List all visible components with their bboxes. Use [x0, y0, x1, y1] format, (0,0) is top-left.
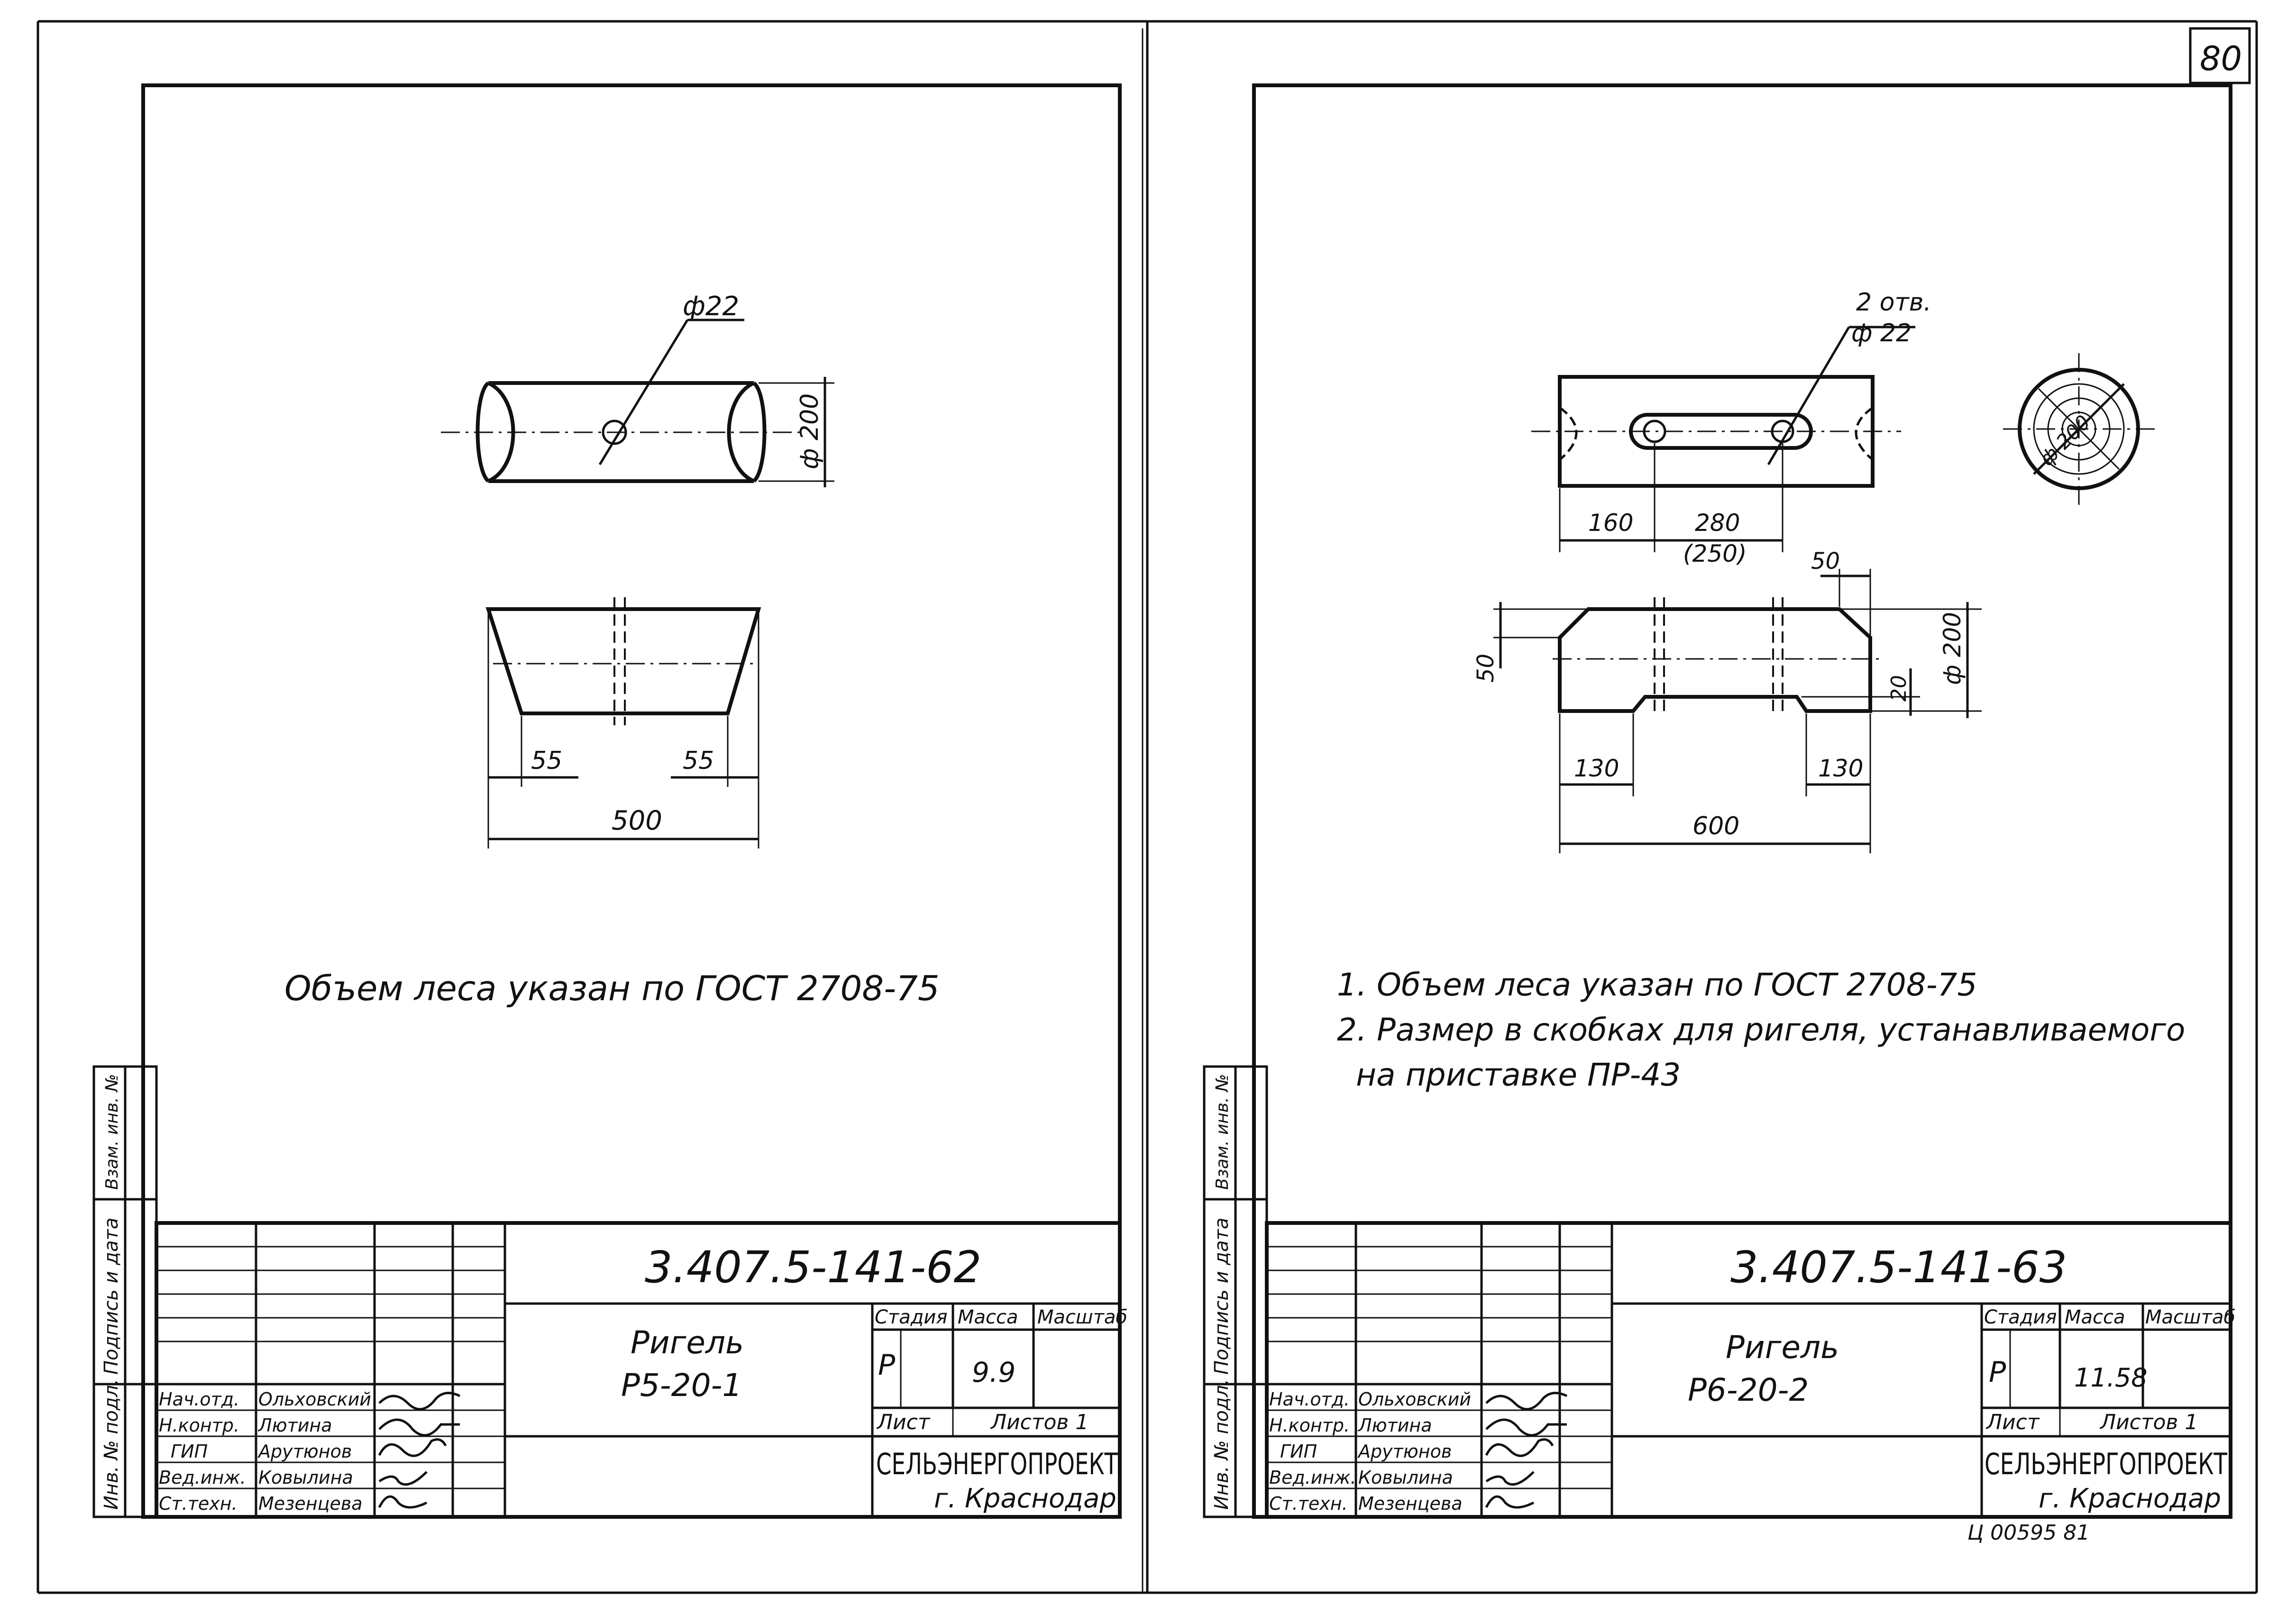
right-dim-250: (250): [1683, 540, 1747, 567]
right-staff-name-1: Ольховский: [1358, 1389, 1471, 1410]
right-staff-role-5: Ст.техн.: [1269, 1493, 1348, 1514]
right-staff-role-1: Нач.отд.: [1269, 1389, 1350, 1410]
right-mass-header: Масса: [2065, 1306, 2125, 1328]
left-staff-name-3: Арутюнов: [257, 1441, 352, 1462]
right-sheets-label: Листов 1: [2099, 1410, 2198, 1434]
right-note-2: 2. Размер в скобках для ригеля, устанавл…: [1337, 1012, 2185, 1048]
right-stage-value: Р: [1989, 1356, 2006, 1389]
right-sheet-label: Лист: [1985, 1410, 2040, 1434]
right-dim-130-left: 130: [1574, 755, 1619, 782]
right-sheet: Инв. № подл. Подпись и дата Взам. инв. №…: [1203, 83, 2235, 1545]
right-dim-50-left: 50: [1473, 654, 1499, 683]
right-dim-20: 20: [1887, 675, 1911, 702]
left-doc-code: 3.407.5-141-62: [645, 1242, 981, 1293]
left-staff-role-5: Ст.техн.: [159, 1493, 238, 1514]
left-hole-dia-label: ф22: [683, 291, 739, 322]
left-length-label: 500: [612, 805, 662, 836]
left-staff-name-4: Ковылина: [258, 1467, 353, 1488]
right-dim-50-top: 50: [1811, 548, 1840, 575]
right-staff-name-2: Лютина: [1357, 1415, 1432, 1436]
right-org-name: СЕЛЬЭНЕРГОПРОЕКТ: [1985, 1447, 2228, 1481]
right-staff-role-3: ГИП: [1280, 1441, 1317, 1462]
right-hole-dia-label: ф 22: [1851, 319, 1912, 347]
right-mass-value: 11.58: [2074, 1363, 2148, 1393]
right-dim-130-right: 130: [1818, 755, 1863, 782]
left-part-code: Р5-20-1: [621, 1367, 742, 1404]
right-doc-code: 3.407.5-141-63: [1730, 1242, 2067, 1293]
right-org-city: г. Краснодар: [2039, 1483, 2221, 1514]
right-signatures: [1485, 1392, 1568, 1509]
left-stage-value: Р: [878, 1349, 896, 1382]
left-part-name: Ригель: [631, 1324, 744, 1361]
left-staff-role-1: Нач.отд.: [159, 1389, 239, 1410]
left-mass-value: 9.9: [972, 1356, 1015, 1388]
right-staff-role-2: Н.контр.: [1269, 1415, 1350, 1436]
stamp-sign-date: Подпись и дата: [101, 1218, 122, 1375]
left-staff-name-1: Ольховский: [258, 1389, 371, 1410]
left-top-view: ф22 ф 200: [441, 291, 834, 487]
page-number: 80: [2200, 39, 2242, 78]
right-part-name: Ригель: [1726, 1329, 1839, 1366]
left-sheet-label: Лист: [876, 1410, 931, 1434]
right-note-3: на приставке ПР-43: [1356, 1057, 1681, 1093]
right-holes-label: 2 отв.: [1856, 288, 1931, 317]
right-stamp-replace-inv: Взам. инв. №: [1213, 1074, 1232, 1190]
left-chamfer-left-label: 55: [531, 747, 562, 775]
left-staff-role-3: ГИП: [171, 1441, 208, 1462]
left-staff-name-2: Лютина: [257, 1415, 332, 1436]
right-staff-role-4: Вед.инж.: [1269, 1467, 1356, 1488]
stamp-replace-inv: Взам. инв. №: [102, 1074, 122, 1190]
left-stamp-columns: Инв. № подл. Подпись и дата Взам. инв. №: [92, 1065, 158, 1518]
right-stage-header: Стадия: [1984, 1306, 2057, 1328]
right-staff-name-4: Ковылина: [1358, 1467, 1453, 1488]
right-staff-list: Нач.отд. Ольховский Н.контр. Лютина ГИП …: [1269, 1389, 1471, 1514]
left-sheets-label: Листов 1: [990, 1410, 1089, 1434]
right-stamp-sign-date: Подпись и дата: [1211, 1218, 1233, 1375]
left-staff-role-4: Вед.инж.: [159, 1467, 246, 1488]
left-mass-header: Масса: [958, 1306, 1018, 1328]
right-stamp-columns: Инв. № подл. Подпись и дата Взам. инв. №: [1203, 1065, 1268, 1518]
left-scale-header: Масштаб: [1037, 1306, 1127, 1328]
right-dia-label: ф 200: [1939, 612, 1966, 685]
right-top-view: 2 отв. ф 22 160 280 (250): [1531, 288, 1931, 567]
right-end-view: ф 200: [2003, 353, 2155, 505]
outer-frame: [37, 20, 2258, 1594]
right-staff-name-5: Мезенцева: [1358, 1493, 1463, 1514]
right-note-1: 1. Объем леса указан по ГОСТ 2708-75: [1337, 967, 1977, 1003]
right-staff-name-3: Арутюнов: [1357, 1441, 1452, 1462]
right-dim-160: 160: [1588, 509, 1633, 537]
left-stage-header: Стадия: [875, 1306, 947, 1328]
right-notes: 1. Объем леса указан по ГОСТ 2708-75 2. …: [1337, 967, 2185, 1093]
right-title-block: 3.407.5-141-63 Ригель Р6-20-2 Стадия Мас…: [1265, 1221, 2235, 1519]
right-scale-header: Масштаб: [2145, 1306, 2235, 1328]
right-side-view: 50 50 20 ф 200 130 130 6: [1473, 548, 1982, 853]
stamp-inv-orig: Инв. № подл.: [101, 1379, 122, 1510]
right-stamp-inv-orig: Инв. № подл.: [1211, 1379, 1233, 1510]
right-part-code: Р6-20-2: [1688, 1372, 1809, 1408]
left-staff-name-5: Мезенцева: [258, 1493, 363, 1514]
left-sheet: Инв. № подл. Подпись и дата Взам. инв. №…: [92, 83, 1127, 1519]
right-footer-code: Ц 00595 81: [1967, 1521, 2090, 1545]
left-org-city: г. Краснодар: [934, 1483, 1116, 1514]
left-org-name: СЕЛЬЭНЕРГОПРОЕКТ: [876, 1447, 1118, 1481]
right-length-label: 600: [1692, 812, 1739, 840]
left-side-view: 55 55 500: [485, 597, 761, 848]
left-dia-label: ф 200: [796, 393, 824, 469]
left-staff-role-2: Н.контр.: [159, 1415, 239, 1436]
left-staff-list: Нач.отд. Ольховский Н.контр. Лютина ГИП …: [159, 1389, 371, 1514]
left-title-block: 3.407.5-141-62 Ригель Р5-20-1 Стадия Мас…: [155, 1221, 1127, 1519]
left-chamfer-right-label: 55: [683, 747, 714, 775]
left-note: Объем леса указан по ГОСТ 2708-75: [284, 968, 940, 1008]
right-dim-280: 280: [1695, 509, 1740, 537]
left-signatures: [378, 1392, 461, 1509]
